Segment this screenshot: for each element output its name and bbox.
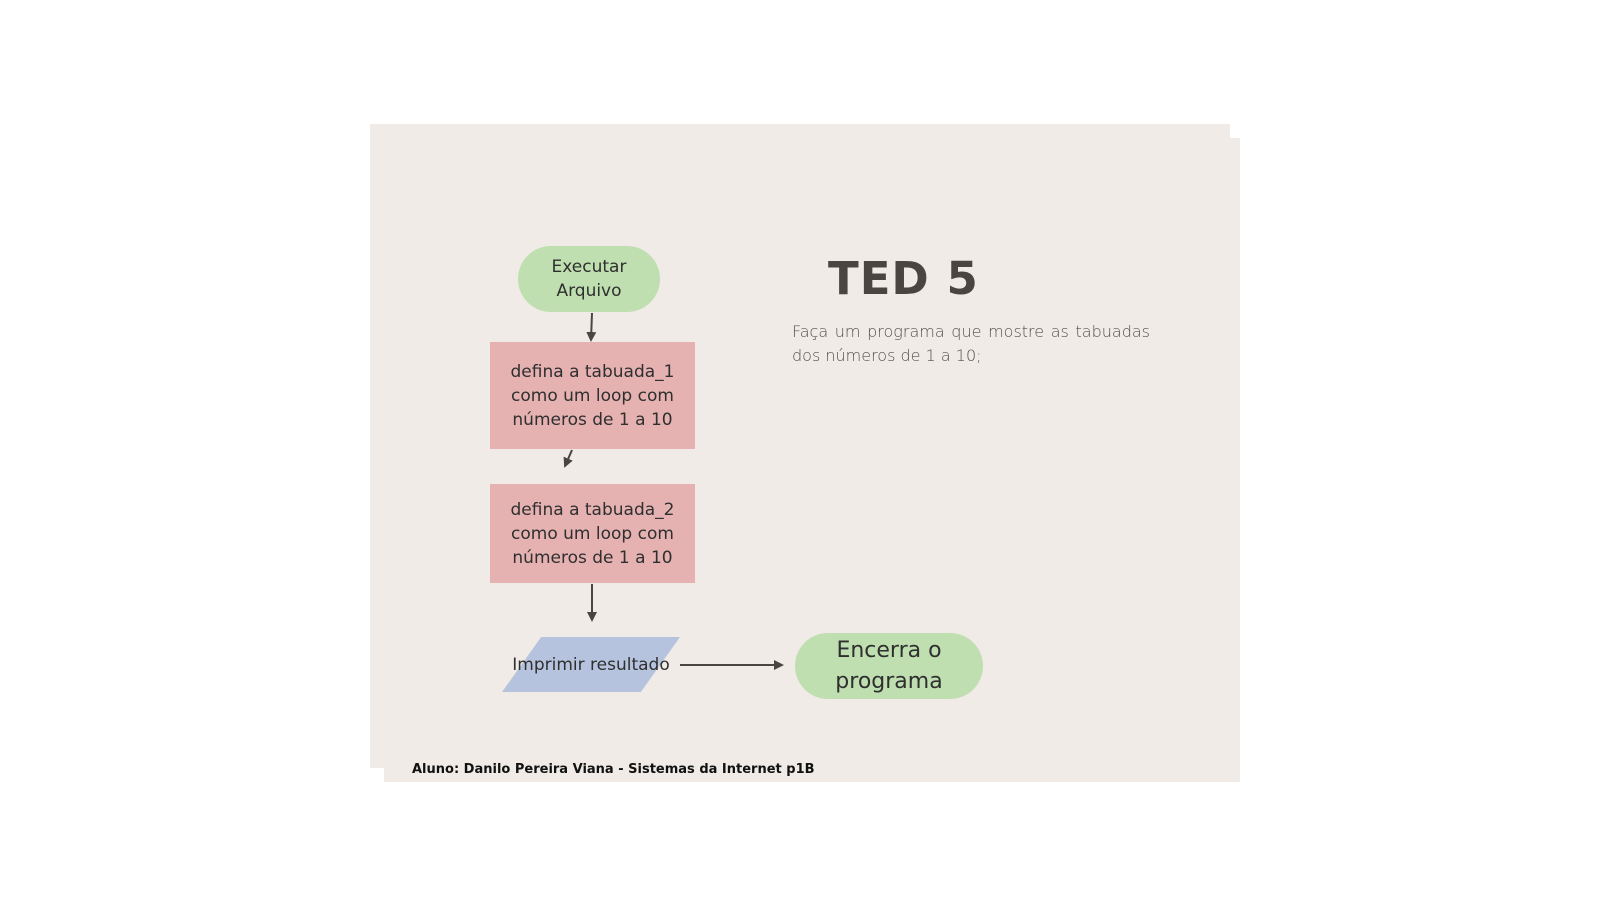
process-step-2-label: defina a tabuada_2 como um loop com núme…: [510, 499, 675, 568]
output-parallelogram: Imprimir resultado: [502, 637, 680, 692]
output-label: Imprimir resultado: [512, 654, 670, 675]
process-step-2: defina a tabuada_2 como um loop com núme…: [490, 484, 695, 583]
author-footer: Aluno: Danilo Pereira Viana - Sistemas d…: [412, 762, 815, 777]
end-label: Encerra o programa: [835, 638, 943, 694]
process-step-1: defina a tabuada_1 como um loop com núme…: [490, 342, 695, 449]
start-terminal: Executar Arquivo: [518, 246, 660, 312]
slide-title: TED 5: [828, 252, 979, 305]
task-description: Faça um programa que mostre as tabuadas …: [792, 322, 1150, 365]
end-terminal: Encerra o programa: [795, 633, 983, 699]
process-step-1-label: defina a tabuada_1 como um loop com núme…: [510, 361, 675, 430]
start-label: Executar Arquivo: [551, 257, 627, 301]
